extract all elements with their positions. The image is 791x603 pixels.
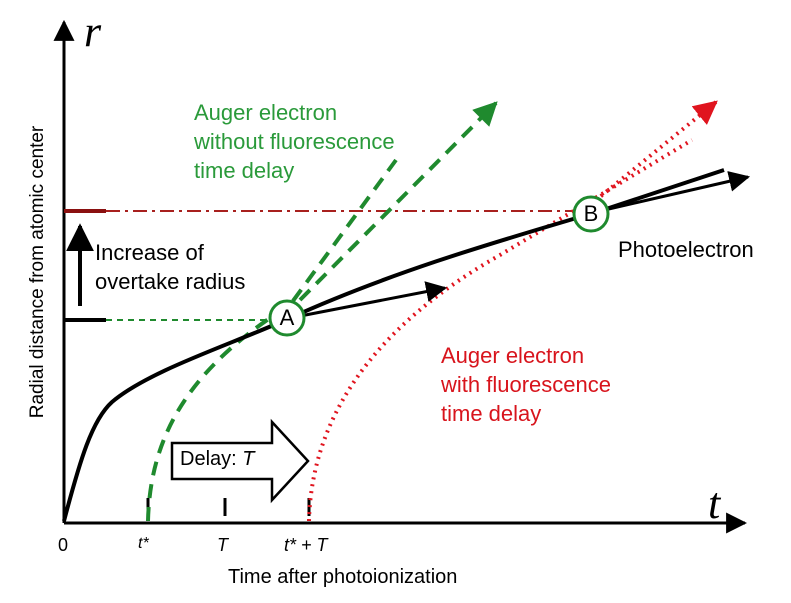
- auger-with-delay-line-2: with fluorescence: [441, 372, 611, 397]
- auger-with-delay-curve: [307, 138, 694, 522]
- auger-no-delay-curve: [146, 158, 398, 522]
- y-axis-label: Radial distance from atomic center: [27, 125, 48, 419]
- auger-no-delay-tangent: [298, 101, 498, 302]
- delay-label: Delay: T: [180, 448, 254, 471]
- auger-with-delay-line-1: Auger electron: [441, 343, 585, 368]
- auger-with-delay-label: Auger electron with fluorescence time de…: [441, 341, 611, 428]
- auger-no-delay-line-1: Auger electron: [194, 100, 338, 125]
- tick-label-0: 0: [58, 535, 69, 555]
- delay-prefix: Delay:: [180, 448, 243, 470]
- auger-no-delay-label: Auger electron without fluorescence time…: [194, 98, 395, 185]
- overtake-line-1: Increase of: [95, 240, 204, 265]
- tick-label-T: T: [217, 535, 228, 555]
- photoelectron-curve: [62, 168, 725, 522]
- overtake-line-2: overtake radius: [95, 269, 246, 294]
- tick-label-t-star-plus-T: t* + T: [284, 535, 328, 555]
- point-b-label: B: [583, 201, 599, 226]
- auger-no-delay-line-2: without fluorescence: [194, 129, 395, 154]
- x-axis-label: Time after photoionization: [228, 566, 458, 588]
- photoelectron-tangent-b: [599, 170, 751, 213]
- x-axis-variable: t: [708, 479, 721, 528]
- point-a-circle: [268, 299, 306, 337]
- auger-with-delay-line-3: time delay: [441, 401, 542, 426]
- auger-no-delay-line-3: time delay: [194, 158, 295, 183]
- photoelectron-label: Photoelectron: [618, 237, 754, 262]
- tick-label-t-star: t*: [138, 535, 149, 552]
- point-a-label: A: [279, 305, 295, 330]
- delay-arrow: [170, 418, 310, 504]
- delay-variable: T: [242, 448, 255, 470]
- point-b-circle: [572, 195, 610, 233]
- overtake-radius-label: Increase of overtake radius: [95, 238, 245, 296]
- y-axis-variable: r: [84, 7, 102, 56]
- photoelectron-tangent-a: [289, 281, 448, 320]
